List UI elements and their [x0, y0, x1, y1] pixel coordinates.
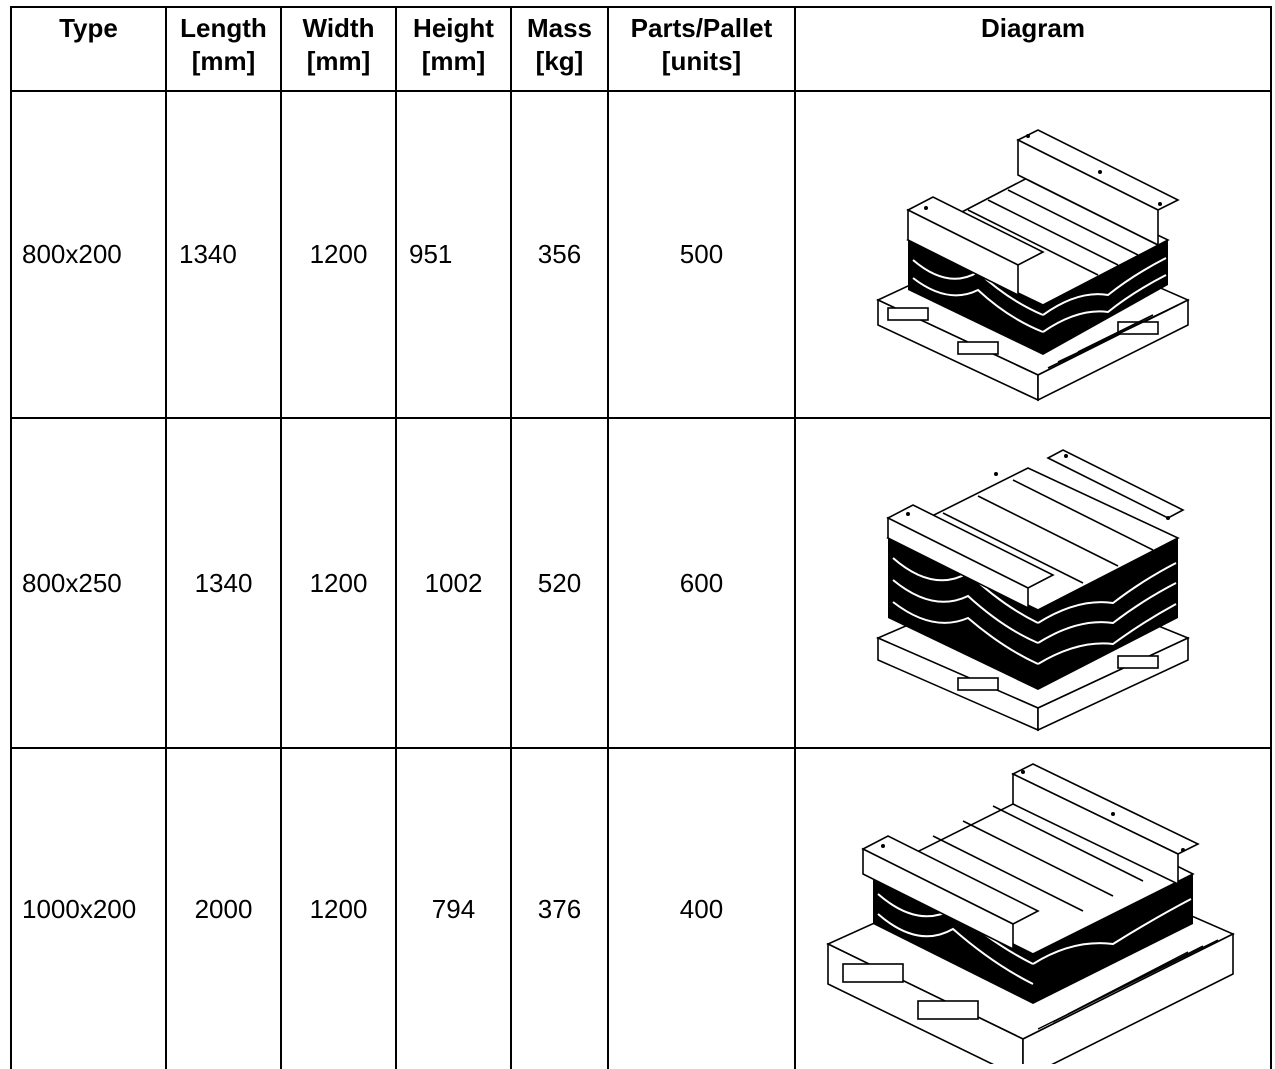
table-row: 1000x200 2000 1200 794 376 400: [10, 747, 1272, 1069]
cell-length: 1340: [165, 417, 282, 749]
header-parts-per-pallet: Parts/Pallet[units]: [607, 6, 796, 92]
cell-mass: 520: [510, 417, 609, 749]
header-height: Height[mm]: [395, 6, 512, 92]
cell-parts: 600: [607, 417, 796, 749]
pallet-stack-icon: [876, 128, 1190, 401]
cell-width: 1200: [280, 90, 397, 419]
cell-type: 1000x200: [10, 747, 167, 1069]
cell-parts: 500: [607, 90, 796, 419]
cell-length: 2000: [165, 747, 282, 1069]
cell-diagram: [794, 417, 1272, 749]
cell-width: 1200: [280, 417, 397, 749]
cell-mass: 376: [510, 747, 609, 1069]
cell-length: 1340: [165, 90, 282, 419]
header-diagram: Diagram: [794, 6, 1272, 92]
pallet-stack-icon: [826, 763, 1235, 1064]
cell-height: 951: [395, 90, 512, 419]
cell-mass: 356: [510, 90, 609, 419]
header-mass: Mass[kg]: [510, 6, 609, 92]
cell-diagram: [794, 747, 1272, 1069]
pallet-spec-table: Type Length[mm] Width[mm] Height[mm] Mas…: [10, 6, 1272, 1069]
cell-type: 800x200: [10, 90, 167, 419]
pallet-stack-icon: [875, 449, 1191, 732]
table-row: 800x200 1340 1200 951 356 500: [10, 90, 1272, 419]
cell-parts: 400: [607, 747, 796, 1069]
cell-diagram: [794, 90, 1272, 419]
header-length: Length[mm]: [165, 6, 282, 92]
cell-height: 1002: [395, 417, 512, 749]
header-type: Type: [10, 6, 167, 92]
cell-type: 800x250: [10, 417, 167, 749]
cell-width: 1200: [280, 747, 397, 1069]
cell-height: 794: [395, 747, 512, 1069]
header-width: Width[mm]: [280, 6, 397, 92]
header-row: Type Length[mm] Width[mm] Height[mm] Mas…: [10, 6, 1272, 92]
table-row: 800x250 1340 1200 1002 520 600: [10, 417, 1272, 749]
